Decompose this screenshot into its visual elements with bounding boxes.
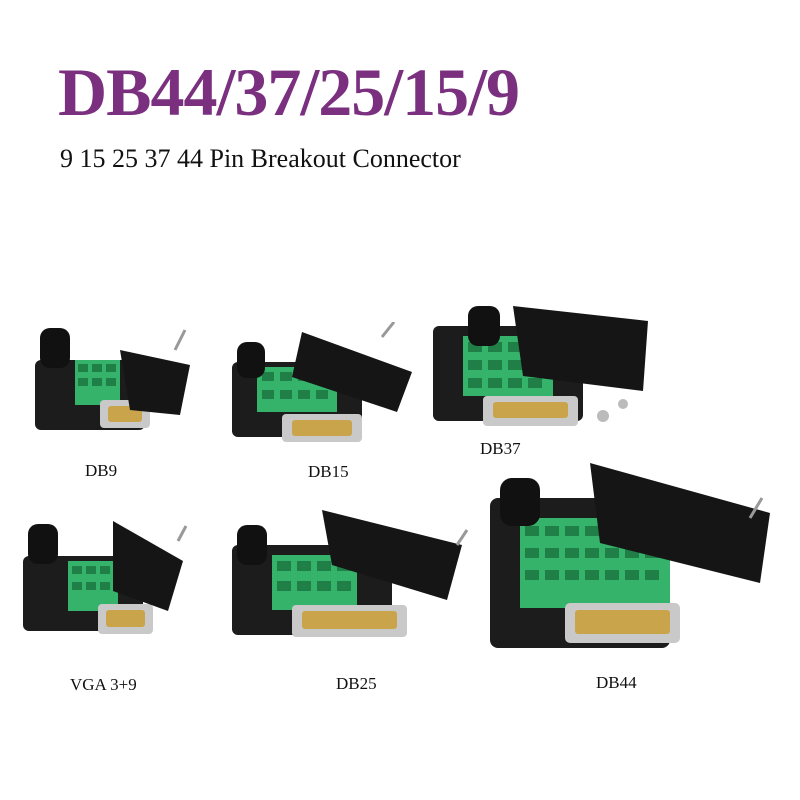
headline-subtitle: 9 15 25 37 44 Pin Breakout Connector — [60, 144, 461, 173]
product-db15-image — [222, 322, 422, 452]
product-db25-image — [222, 505, 482, 655]
product-db9-label: DB9 — [85, 461, 118, 480]
product-vga-label: VGA 3+9 — [70, 675, 137, 694]
product-db37-label: DB37 — [480, 439, 521, 458]
headline-title: DB44/37/25/15/9 — [58, 54, 520, 130]
product-db44-image — [480, 458, 780, 668]
product-db25-label: DB25 — [336, 674, 377, 693]
product-vga-image — [18, 516, 188, 646]
product-db37-image — [428, 296, 658, 436]
product-db44-label: DB44 — [596, 673, 637, 692]
product-db15-label: DB15 — [308, 462, 349, 481]
product-db9-image — [30, 320, 200, 440]
